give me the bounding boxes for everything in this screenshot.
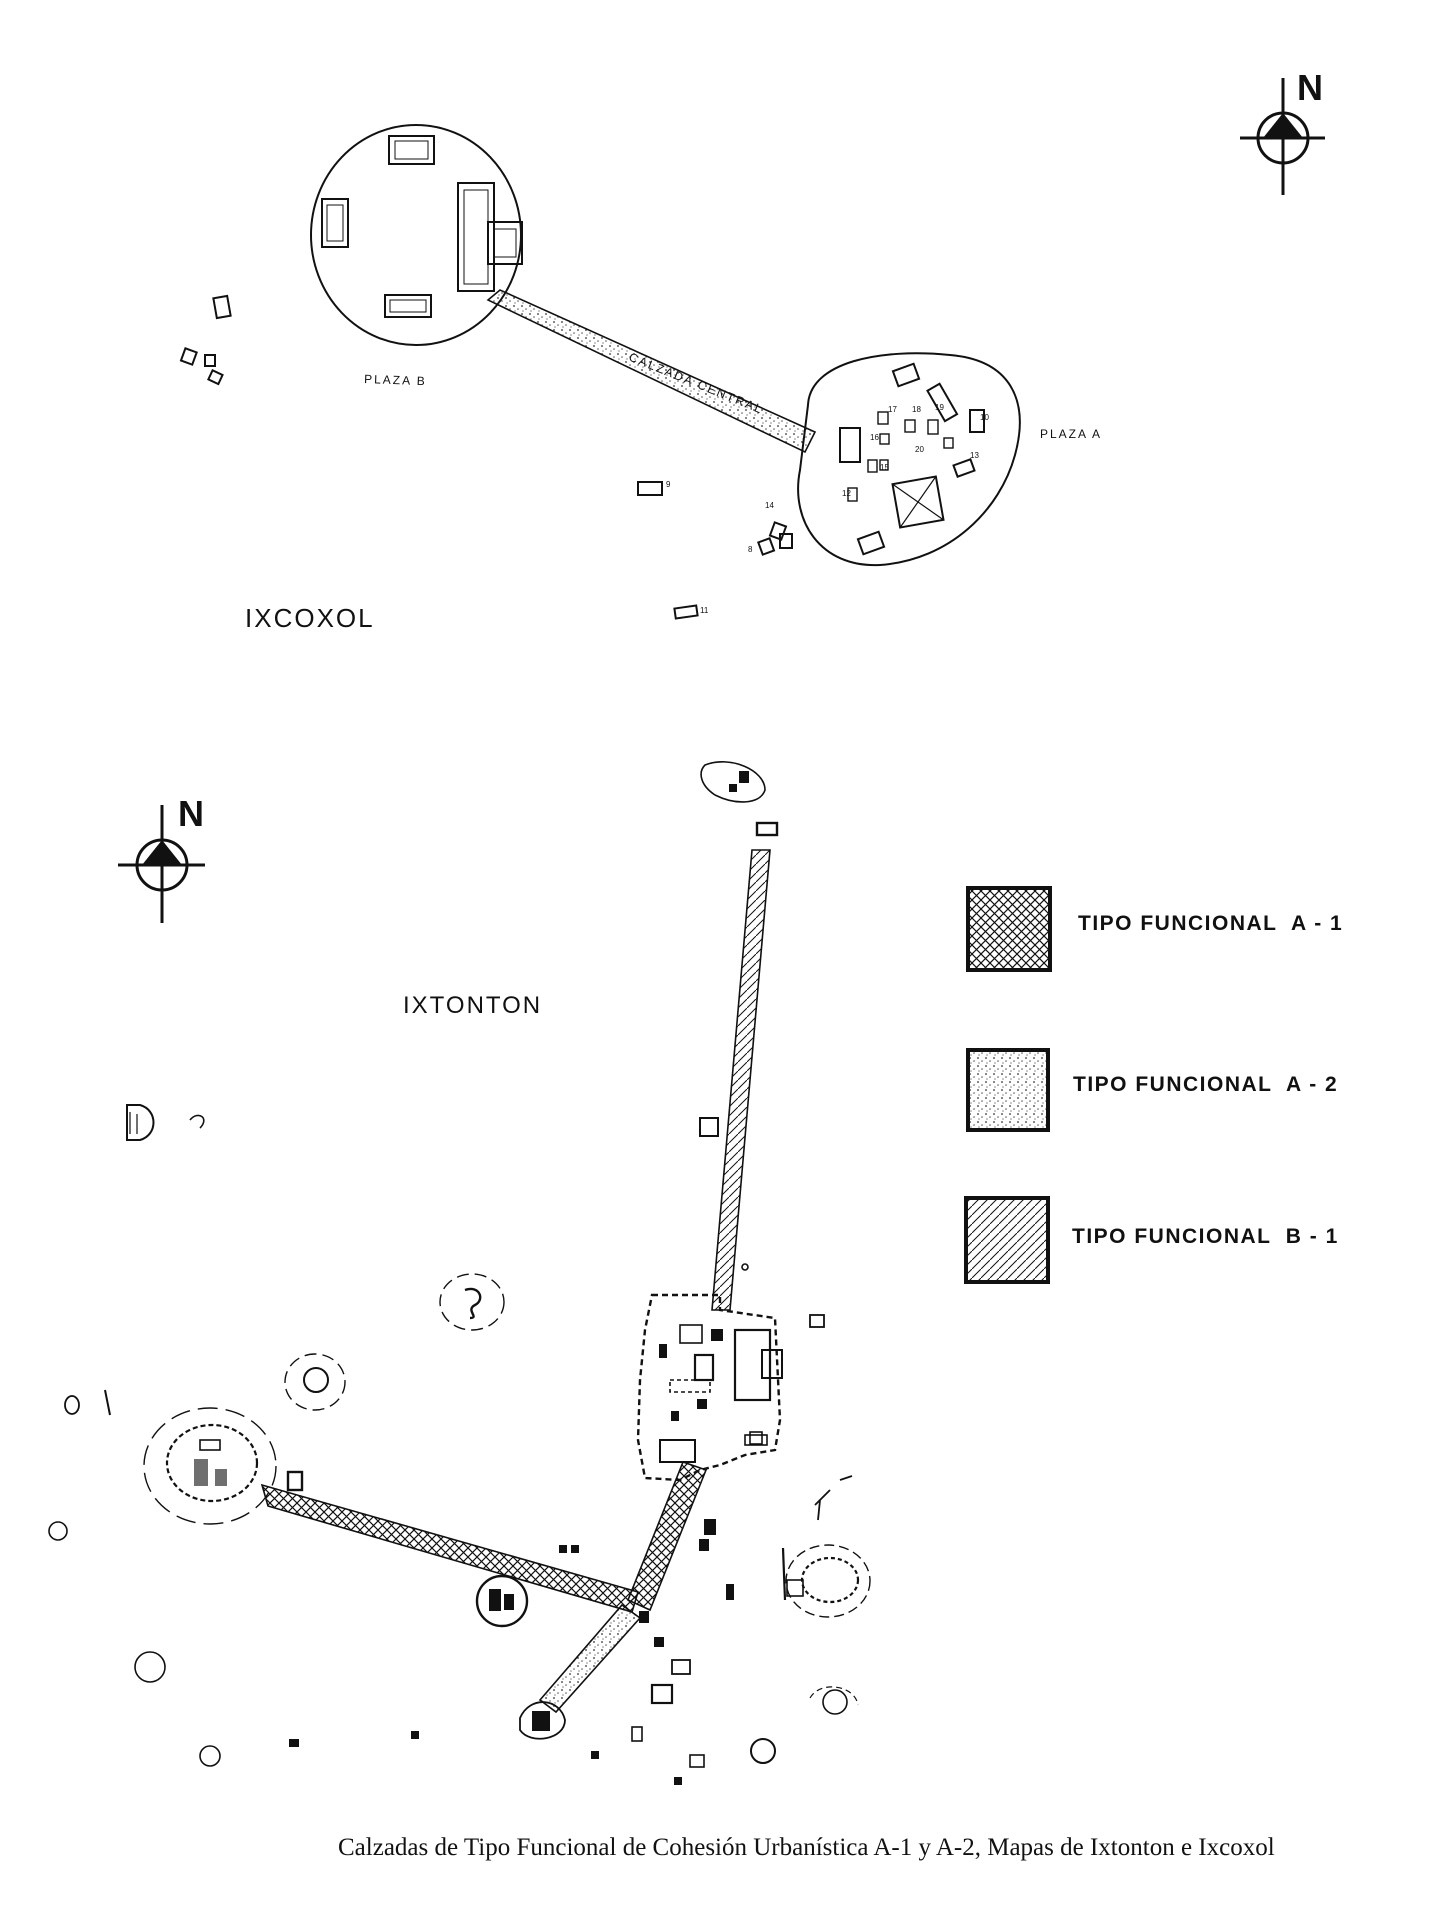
north-label: N xyxy=(178,793,204,834)
structure xyxy=(388,135,435,165)
label-plaza-b: PLAZA B xyxy=(364,372,427,388)
svg-text:19: 19 xyxy=(935,403,944,412)
svg-text:11: 11 xyxy=(700,606,709,615)
legend-item-a1: TIPO FUNCIONAL A - 1 xyxy=(966,886,1343,972)
structure xyxy=(487,221,523,265)
north-causeway xyxy=(711,849,771,1311)
svg-text:15: 15 xyxy=(880,463,889,472)
structure xyxy=(321,198,349,248)
svg-text:9: 9 xyxy=(666,480,671,489)
ixtonton-map xyxy=(48,761,871,1785)
legend-item-b1: TIPO FUNCIONAL B - 1 xyxy=(964,1196,1339,1284)
acropolis-complex xyxy=(636,1293,782,1482)
calzada-central xyxy=(486,289,817,454)
legend-swatch-crosshatch xyxy=(966,886,1052,972)
ixcoxol-map xyxy=(179,124,1021,620)
legend-item-a2: TIPO FUNCIONAL A - 2 xyxy=(966,1048,1338,1132)
svg-text:13: 13 xyxy=(970,451,979,460)
figure-caption: Calzadas de Tipo Funcional de Cohesión U… xyxy=(338,1834,1275,1861)
legend-label: TIPO FUNCIONAL B - 1 xyxy=(1072,1225,1339,1248)
legend: TIPO FUNCIONAL A - 1 TIPO FUNCIONAL A - … xyxy=(964,886,1343,1284)
south-causeway xyxy=(538,1603,642,1714)
svg-text:18: 18 xyxy=(912,405,921,414)
svg-text:8: 8 xyxy=(748,545,753,554)
legend-swatch-diagonal xyxy=(964,1196,1050,1284)
north-label: N xyxy=(1297,67,1323,108)
svg-text:12: 12 xyxy=(842,489,851,498)
label-calzada-central: CALZADA CENTRAL xyxy=(627,350,766,417)
label-plaza-a: PLAZA A xyxy=(1040,427,1102,441)
north-arrow-icon xyxy=(118,805,205,923)
legend-label: TIPO FUNCIONAL A - 1 xyxy=(1078,912,1343,935)
label-ixtonton: IXTONTON xyxy=(403,992,542,1019)
southeast-causeway xyxy=(626,1460,708,1612)
svg-text:14: 14 xyxy=(765,501,774,510)
legend-label: TIPO FUNCIONAL A - 2 xyxy=(1073,1073,1338,1096)
plaza-a-outline xyxy=(797,352,1021,567)
svg-text:17: 17 xyxy=(888,405,897,414)
plaza-a-numbers: 17 18 16 19 15 20 13 14 12 8 9 10 11 xyxy=(666,403,989,615)
svg-text:20: 20 xyxy=(915,445,924,454)
structure xyxy=(384,294,432,318)
svg-text:16: 16 xyxy=(870,433,879,442)
north-arrow-icon xyxy=(1240,78,1325,195)
legend-swatch-stipple xyxy=(966,1048,1050,1132)
label-ixcoxol: IXCOXOL xyxy=(245,603,375,633)
svg-text:10: 10 xyxy=(980,413,989,422)
west-causeway xyxy=(260,1483,639,1613)
